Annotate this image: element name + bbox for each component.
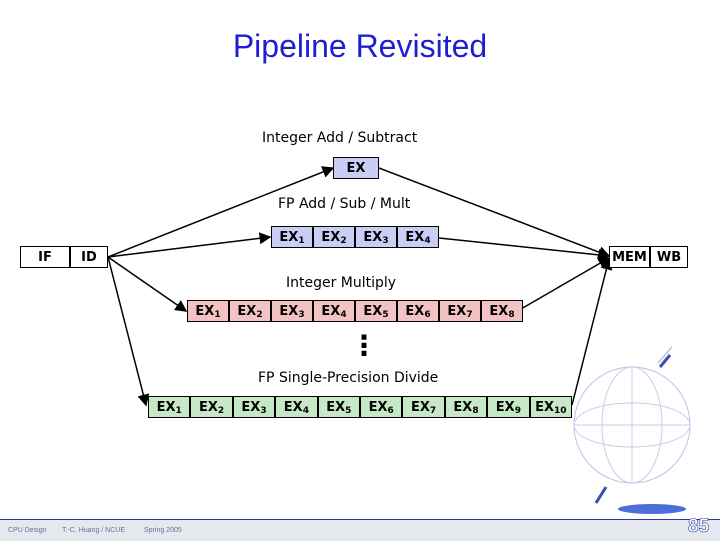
fp-add-label: FP Add / Sub / Mult bbox=[278, 196, 411, 212]
ellipsis-icon: ⋮ bbox=[350, 329, 378, 362]
fp-div-ex8: EX8 bbox=[444, 396, 488, 418]
stage-mem: MEM bbox=[609, 246, 650, 268]
footer-course: CPU Design bbox=[8, 527, 47, 534]
fp-div-ex1: EX1 bbox=[148, 396, 191, 418]
fp-add-ex3: EX3 bbox=[355, 226, 397, 248]
fp-div-ex9: EX9 bbox=[487, 396, 530, 418]
int-mult-ex7: EX7 bbox=[439, 300, 481, 322]
slide-title: Pipeline Revisited bbox=[232, 28, 488, 64]
int-mult-ex2: EX2 bbox=[229, 300, 271, 322]
fp-div-ex3: EX3 bbox=[232, 396, 276, 418]
arrow-id-to-fp-add bbox=[107, 232, 272, 258]
int-mult-ex1: EX1 bbox=[187, 300, 229, 322]
page-number: 85 bbox=[688, 516, 710, 538]
int-mult-ex8: EX8 bbox=[481, 300, 523, 322]
fp-div-ex2: EX2 bbox=[190, 396, 233, 418]
footer-term: Spring 2005 bbox=[144, 527, 182, 534]
int-mult-label: Integer Multiply bbox=[286, 275, 397, 291]
fp-add-ex4: EX4 bbox=[397, 226, 439, 248]
arrow-int-add-to-mem bbox=[378, 167, 611, 258]
int-mult-ex3: EX3 bbox=[271, 300, 313, 322]
fp-div-ex7: EX7 bbox=[402, 396, 445, 418]
arrow-id-to-int-mult bbox=[107, 256, 188, 312]
globe-icon bbox=[573, 346, 691, 514]
fp-div-ex6: EX6 bbox=[360, 396, 403, 418]
fp-add-ex1: EX1 bbox=[271, 226, 313, 248]
fp-div-ex4: EX4 bbox=[275, 396, 318, 418]
int-mult-ex5: EX5 bbox=[355, 300, 397, 322]
fp-div-label: FP Single-Precision Divide bbox=[258, 370, 439, 386]
footer-author: T.-C. Huang / NCUE bbox=[62, 527, 126, 534]
arrow-fp-div-to-mem bbox=[571, 257, 613, 406]
fp-add-ex2: EX2 bbox=[313, 226, 355, 248]
fp-div-ex5: EX5 bbox=[317, 396, 360, 418]
arrow-id-to-fp-div bbox=[107, 256, 150, 407]
stage-if: IF bbox=[20, 246, 70, 268]
arrow-id-to-int-add bbox=[107, 166, 335, 258]
arrow-fp-add-to-mem bbox=[438, 237, 611, 261]
stage-id: ID bbox=[70, 246, 108, 268]
footer-bar bbox=[0, 519, 720, 541]
stage-wb: WB bbox=[650, 246, 688, 268]
int-mult-ex6: EX6 bbox=[397, 300, 439, 322]
int-add-ex: EX bbox=[333, 157, 379, 179]
arrow-int-mult-to-mem bbox=[520, 257, 611, 310]
fp-div-ex10: EX10 bbox=[529, 396, 572, 418]
int-mult-ex4: EX4 bbox=[313, 300, 355, 322]
int-add-label: Integer Add / Subtract bbox=[262, 130, 418, 146]
